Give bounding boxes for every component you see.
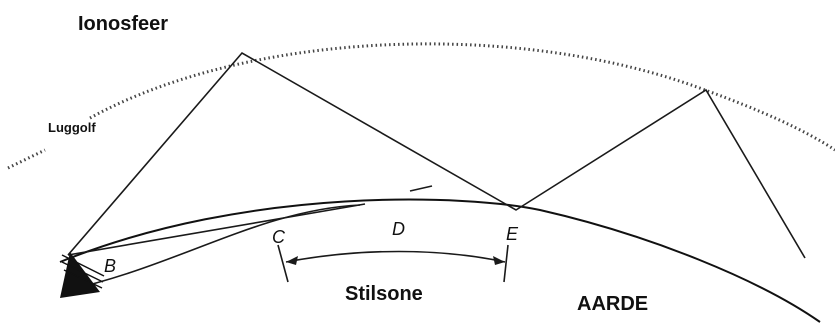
skip-zone-arrow <box>285 250 506 263</box>
label-earth: AARDE <box>577 293 648 315</box>
skip-zone-tick-e <box>503 244 509 283</box>
skip-zone-tick-c <box>277 244 289 283</box>
ionosphere-layer <box>89 42 835 152</box>
label-point-b: B <box>104 256 116 276</box>
sky-wave-ray <box>67 51 806 259</box>
label-point-c: C <box>272 227 286 247</box>
ground-wave-tick <box>409 185 433 192</box>
skip-zone-arrowhead-right <box>493 256 505 265</box>
transmitter-antenna-icon <box>60 252 105 298</box>
skip-zone-arrowhead-left <box>286 256 298 265</box>
label-skip-zone: Stilsone <box>345 283 423 305</box>
earth-surface <box>59 198 821 323</box>
label-skywave: Luggolf <box>48 120 96 135</box>
ground-wave-ray <box>67 204 361 291</box>
ionosphere-layer-fragment <box>7 148 46 170</box>
label-point-e: E <box>506 224 519 244</box>
label-ionosphere: Ionosfeer <box>78 13 168 35</box>
ground-wave-ray-upper <box>67 203 366 256</box>
label-point-d: D <box>392 219 405 239</box>
